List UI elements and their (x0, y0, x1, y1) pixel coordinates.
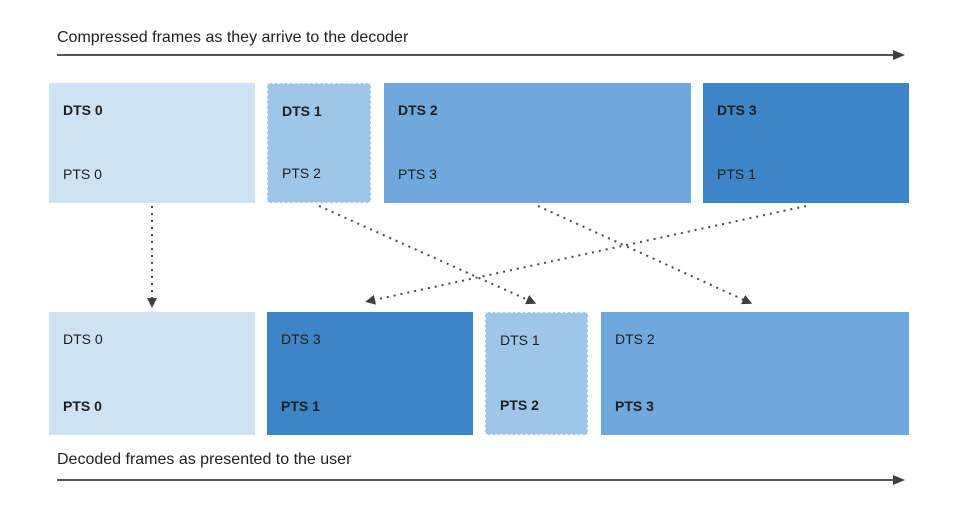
arrival-frame-0: DTS 0 PTS 0 (49, 83, 255, 203)
pts-label: PTS 0 (63, 166, 102, 182)
dts-label: DTS 1 (282, 103, 322, 119)
connector-frame-1 (318, 205, 537, 305)
pts-label: PTS 1 (281, 398, 320, 414)
dts-label: DTS 0 (63, 102, 103, 118)
arrow-head-icon (893, 475, 905, 485)
timeline-line (57, 54, 894, 56)
presentation-frame-3: DTS 2 PTS 3 (601, 312, 909, 435)
arrival-timeline-arrow (57, 50, 905, 60)
arrival-frame-2: DTS 2 PTS 3 (384, 83, 691, 203)
presentation-frame-1: DTS 3 PTS 1 (267, 312, 473, 435)
pts-label: PTS 2 (500, 397, 539, 413)
decoded-frames-caption: Decoded frames as presented to the user (57, 451, 352, 468)
dts-label: DTS 0 (63, 331, 103, 347)
dts-label: DTS 2 (615, 331, 655, 347)
pts-label: PTS 2 (282, 165, 321, 181)
pts-label: PTS 3 (398, 166, 437, 182)
presentation-frame-0: DTS 0 PTS 0 (49, 312, 255, 435)
presentation-timeline-arrow (57, 475, 905, 485)
connector-frame-3 (365, 205, 807, 305)
compressed-frames-caption: Compressed frames as they arrive to the … (57, 29, 409, 46)
dts-label: DTS 1 (500, 332, 540, 348)
dts-label: DTS 3 (717, 102, 757, 118)
pts-label: PTS 0 (63, 398, 102, 414)
presentation-frame-2: DTS 1 PTS 2 (485, 312, 588, 435)
dts-label: DTS 2 (398, 102, 438, 118)
timeline-line (57, 479, 894, 481)
arrival-frame-1: DTS 1 PTS 2 (267, 83, 371, 203)
arrival-frame-3: DTS 3 PTS 1 (703, 83, 909, 203)
pts-label: PTS 3 (615, 398, 654, 414)
arrow-head-icon (893, 50, 905, 60)
dts-label: DTS 3 (281, 331, 321, 347)
pts-label: PTS 1 (717, 166, 756, 182)
connector-frame-2 (537, 205, 753, 305)
